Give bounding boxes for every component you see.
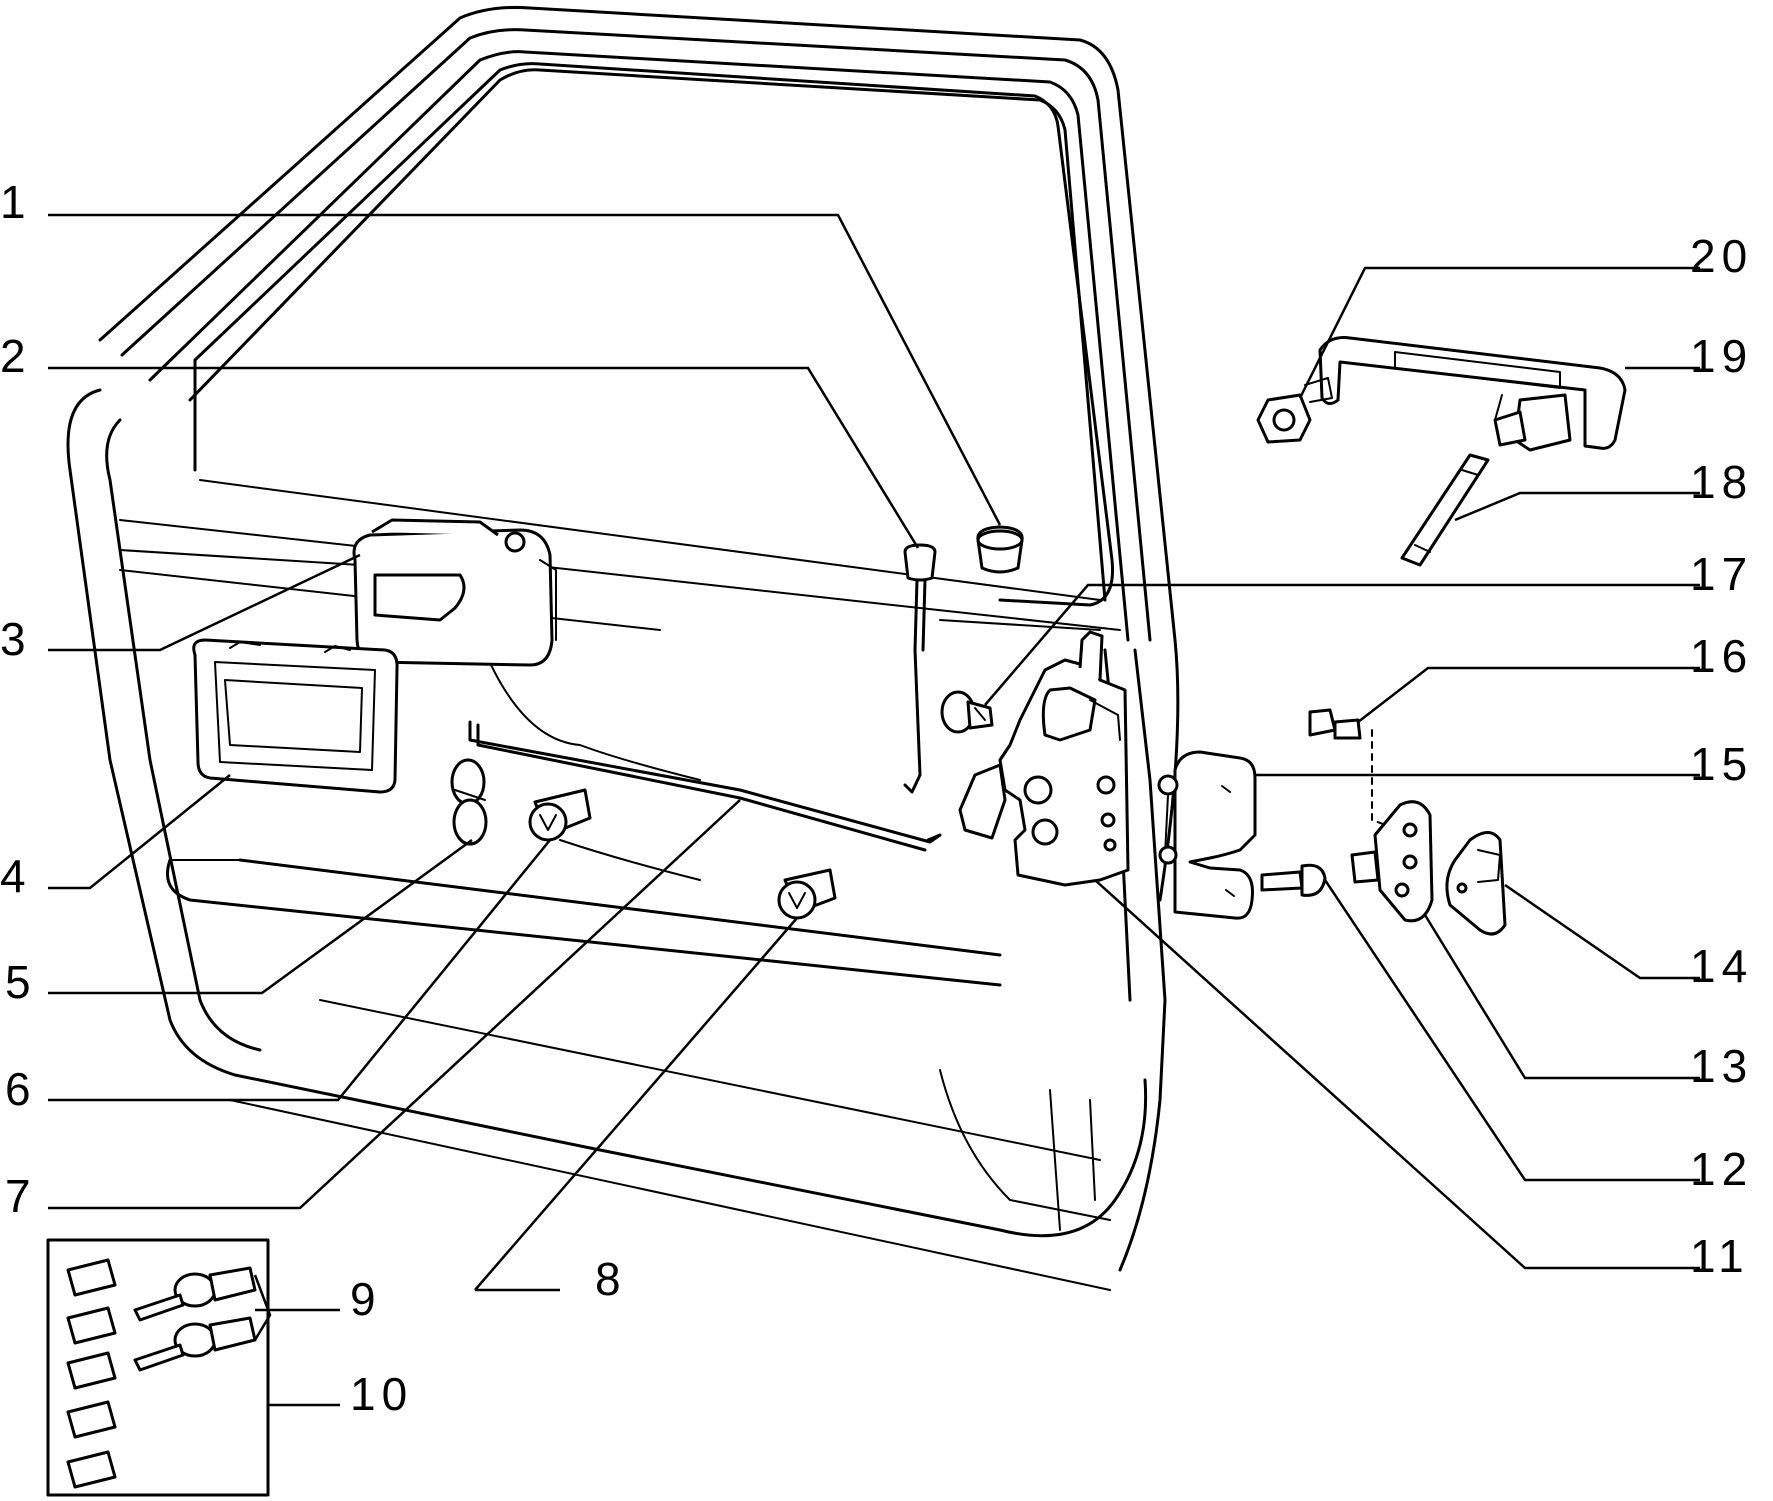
callout-6: 6 (5, 1063, 37, 1115)
lock-plug (976, 525, 1024, 574)
leader-7 (48, 799, 741, 1210)
leader-8b (474, 917, 798, 1291)
countersunk-screw (1308, 708, 1401, 831)
handle-nut (1256, 377, 1333, 444)
lock-cylinders (66, 1258, 117, 1489)
callout-17: 17 (1690, 548, 1753, 600)
striker-plate (1350, 800, 1434, 923)
callout-11: 11 (1690, 1230, 1750, 1282)
striker-cover (1157, 750, 1257, 920)
callout-20: 20 (1690, 230, 1753, 282)
leader-20 (1298, 266, 1700, 399)
callout-14: 14 (1690, 940, 1753, 992)
callout-1: 1 (0, 176, 32, 228)
callout-15: 15 (1690, 738, 1753, 790)
leader-2 (48, 366, 920, 549)
outer-pull-handle (1318, 336, 1627, 452)
rod-guide-clip-a (528, 788, 592, 842)
leader-14 (1504, 883, 1700, 980)
handle-escutcheon-frame (192, 638, 399, 794)
leader-6 (48, 839, 551, 1102)
door-lock-mechanism (958, 630, 1130, 887)
callout-3: 3 (0, 613, 32, 665)
rod-guide-clip-b (777, 868, 837, 920)
handle-gasket (1400, 453, 1490, 567)
retaining-clip (940, 690, 994, 734)
callout-10: 10 (350, 1368, 413, 1420)
keys (133, 1266, 257, 1372)
door-shell (66, 5, 1180, 1291)
leader-16 (1357, 666, 1700, 723)
inner-handle-housing (352, 518, 557, 667)
leader-13 (1423, 914, 1700, 1080)
leader-18 (1454, 491, 1700, 522)
callout-4: 4 (0, 850, 32, 902)
leader-11 (1094, 879, 1700, 1270)
leader-5 (48, 838, 473, 995)
leader-12 (1323, 879, 1700, 1182)
shim-plate (1445, 831, 1507, 936)
callout-9: 9 (350, 1273, 382, 1325)
leader-3 (48, 553, 361, 652)
leader-lines (48, 213, 1700, 1407)
leader-17 (984, 583, 1700, 706)
callout-7: 7 (5, 1170, 37, 1222)
leader-9b (253, 1274, 272, 1341)
callout-12: 12 (1690, 1143, 1753, 1195)
callout-labels: 1 2 3 4 5 6 7 8 9 10 11 12 13 14 15 16 1… (0, 176, 1753, 1420)
callout-16: 16 (1690, 630, 1753, 682)
callout-19: 19 (1690, 330, 1753, 382)
leader-1 (48, 213, 1002, 526)
link-rod (468, 720, 942, 852)
callout-13: 13 (1690, 1040, 1753, 1092)
callout-8: 8 (595, 1253, 627, 1305)
key-kit-inset (46, 1238, 270, 1497)
striker-screw (1260, 863, 1327, 897)
lock-button-rod (903, 543, 937, 794)
callout-5: 5 (5, 956, 37, 1008)
leader-4 (48, 774, 231, 890)
callout-2: 2 (0, 330, 32, 382)
callout-18: 18 (1690, 456, 1753, 508)
rod-clip-a (450, 758, 488, 846)
